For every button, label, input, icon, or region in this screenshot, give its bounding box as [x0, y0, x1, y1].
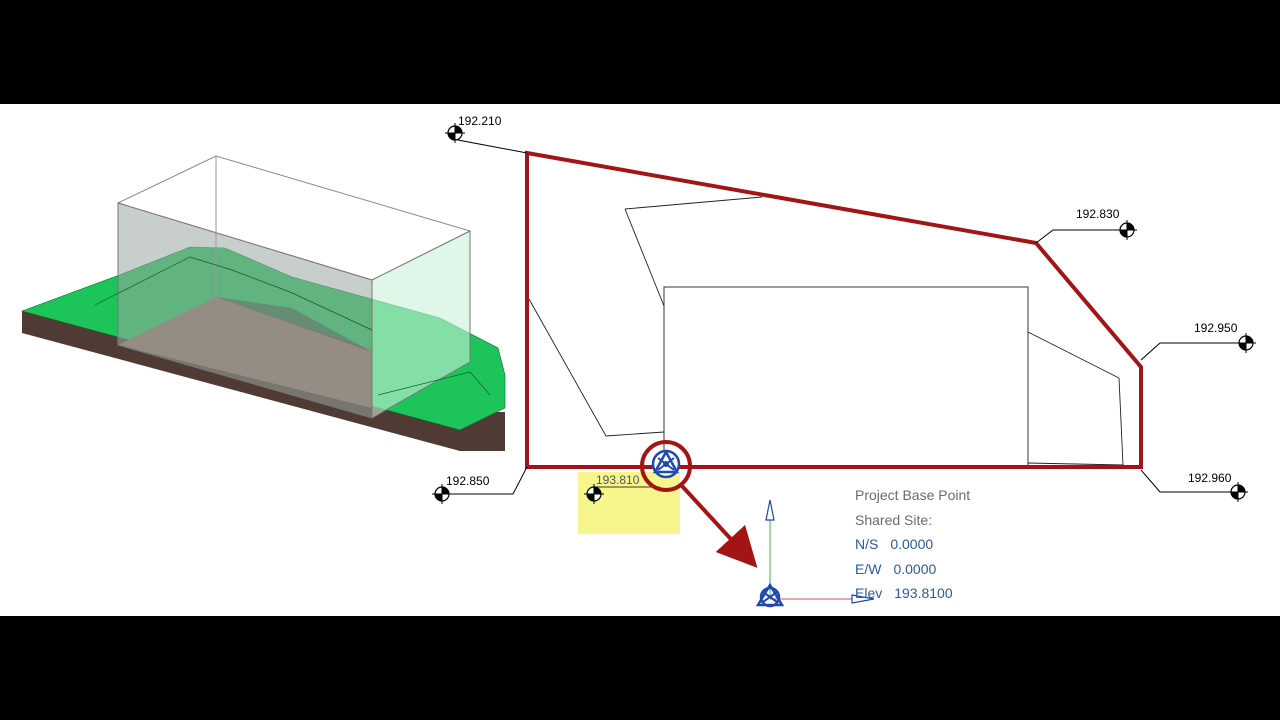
spot-elevation-label: 192.210 — [458, 114, 502, 128]
building-footprint — [663, 286, 1029, 468]
survey-point-icon[interactable] — [755, 582, 785, 608]
contour-line — [94, 256, 373, 331]
site-plan-drawing: 192.210 192.830 192.950 192.850 192.960 … — [21, 114, 1257, 608]
spot-elevation-label: 193.810 — [596, 473, 640, 487]
arrow-icon — [680, 484, 758, 568]
spot-elevation-label: 192.960 — [1188, 471, 1232, 485]
contour-line — [377, 371, 491, 396]
spot-elevation-label: 192.850 — [446, 474, 490, 488]
info-subtitle: Shared Site: — [855, 511, 933, 528]
base-point-info-panel: Project Base Point Shared Site: N/S 0.000… — [855, 483, 970, 606]
elev-row[interactable]: Elev 193.8100 — [855, 581, 970, 606]
site-line — [528, 298, 665, 437]
mass-right — [371, 230, 471, 419]
ew-row[interactable]: E/W 0.0000 — [855, 557, 970, 582]
drawing-canvas: 192.210 192.830 192.950 192.850 192.960 … — [0, 104, 1280, 616]
elev-value[interactable]: 193.8100 — [894, 585, 953, 601]
leader-right — [1140, 342, 1244, 361]
leader-top-left — [454, 132, 528, 154]
property-boundary[interactable] — [525, 150, 1143, 469]
ew-label: E/W — [855, 560, 882, 577]
base-point-callout-circle — [640, 440, 692, 492]
site-line — [1027, 331, 1124, 466]
spot-elevation-label: 192.950 — [1194, 321, 1238, 335]
leader-bottom-right — [1140, 469, 1238, 493]
project-base-point-icon[interactable] — [651, 449, 681, 479]
spot-elevation-target-icon[interactable] — [1116, 219, 1138, 241]
spot-elevation-target-icon[interactable] — [1227, 481, 1249, 503]
building-outline — [624, 208, 665, 307]
ns-label: N/S — [855, 536, 879, 552]
highlight-box — [578, 472, 680, 534]
info-title: Project Base Point — [855, 487, 971, 503]
building-outline — [624, 196, 763, 210]
ucs-y-arrow — [765, 499, 775, 521]
ns-value[interactable]: 0.0000 — [890, 536, 934, 552]
spot-elevation-label: 192.830 — [1076, 207, 1120, 221]
3d-site-view — [21, 155, 506, 451]
ucs-x-arrow — [851, 594, 875, 604]
ew-value[interactable]: 0.0000 — [893, 560, 937, 577]
leader-top-right — [1035, 229, 1127, 244]
elev-label: Elev — [855, 585, 883, 601]
ns-row[interactable]: N/S 0.0000 — [855, 532, 970, 557]
spot-elevation-target-icon[interactable] — [1235, 332, 1257, 354]
site-plan-view: 192.210 192.830 192.950 192.850 192.960 … — [431, 114, 1257, 608]
leader-bottom-left — [442, 466, 528, 495]
